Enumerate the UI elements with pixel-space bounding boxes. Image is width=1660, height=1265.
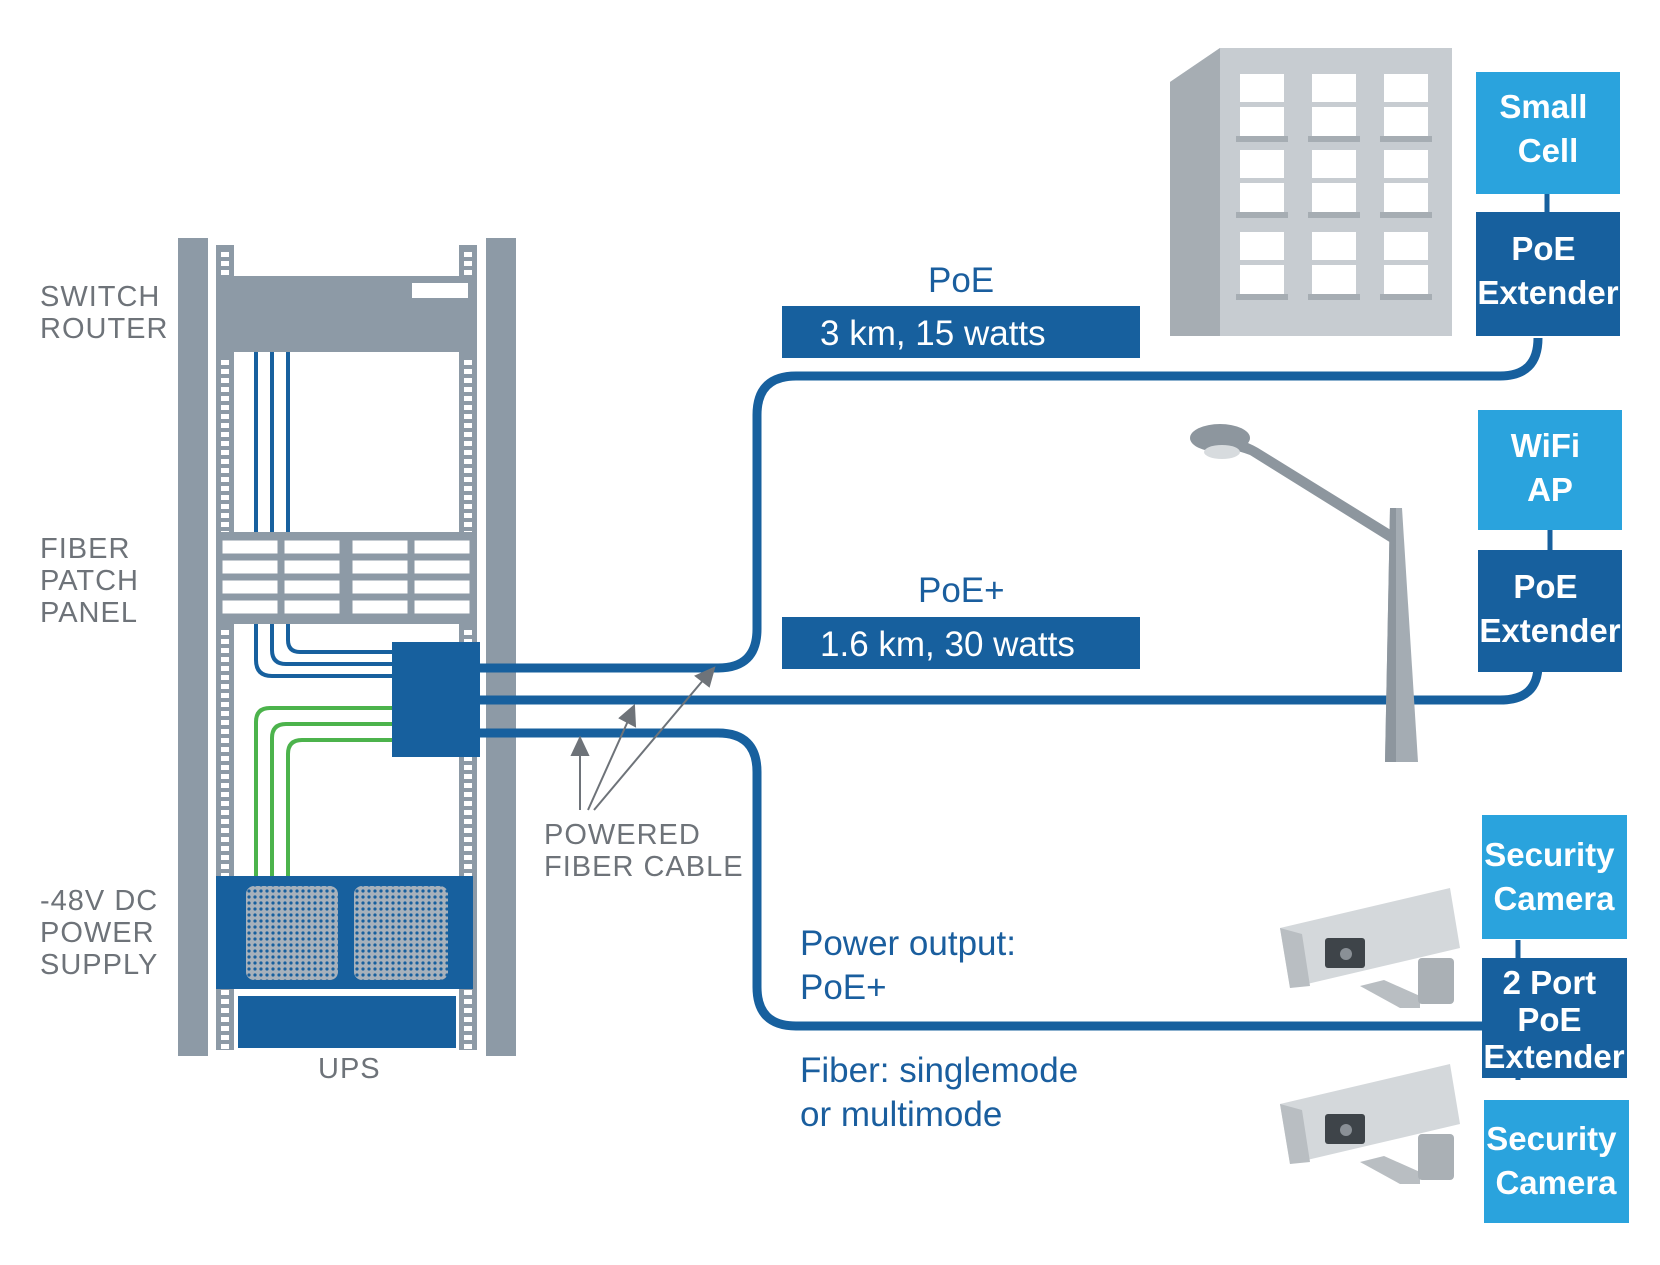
security-camera-label-1: Security Camera bbox=[1484, 836, 1623, 917]
security-camera-icon-2 bbox=[1280, 1064, 1460, 1184]
security-camera-box-2 bbox=[1484, 1100, 1629, 1223]
poe-extender-box-2 bbox=[1478, 550, 1622, 672]
poe-extender-label-2: PoE Extender bbox=[1479, 568, 1620, 649]
annotation-arrows bbox=[570, 666, 716, 811]
powered-fiber-cables bbox=[480, 337, 1543, 1031]
poe-plus-spec-box bbox=[782, 617, 1140, 669]
poe-extender-label-1: PoE Extender bbox=[1477, 230, 1618, 311]
building-icon bbox=[1170, 48, 1452, 336]
poe-spec-box bbox=[782, 306, 1140, 358]
patch-ports bbox=[221, 539, 471, 615]
two-port-poe-extender-box bbox=[1482, 958, 1627, 1078]
patch-fibers bbox=[254, 624, 392, 678]
small-cell-label: Small Cell bbox=[1499, 88, 1596, 169]
security-camera-box-1 bbox=[1482, 815, 1627, 939]
equipment-rack bbox=[178, 238, 516, 1056]
poe-label: PoE bbox=[928, 261, 994, 300]
combiner-box bbox=[392, 642, 480, 757]
switch-fibers bbox=[254, 352, 290, 532]
security-camera-icon-1 bbox=[1280, 888, 1460, 1008]
security-camera-label-2: Security Camera bbox=[1486, 1120, 1625, 1201]
poe-plus-spec-text: 1.6 km, 30 watts bbox=[820, 625, 1075, 664]
two-port-poe-extender-label: 2 Port PoE Extender bbox=[1483, 964, 1624, 1075]
wifi-ap-label: WiFi AP bbox=[1511, 427, 1590, 508]
poe-spec-text: 3 km, 15 watts bbox=[820, 314, 1046, 353]
cable-to-security-cameras bbox=[480, 728, 1482, 1031]
cable-to-wifi-ap bbox=[480, 664, 1543, 705]
power-output-note: Power output: PoE+ bbox=[800, 924, 1026, 1007]
cable-to-small-cell bbox=[480, 337, 1543, 673]
poe-plus-label: PoE+ bbox=[918, 571, 1005, 610]
wifi-ap-box bbox=[1478, 410, 1622, 530]
ups-label: UPS bbox=[318, 1053, 381, 1085]
poe-extender-box-1 bbox=[1476, 212, 1620, 336]
rail-holes bbox=[221, 252, 472, 1049]
fiber-type-note: Fiber: singlemode or multimode bbox=[800, 1051, 1088, 1134]
ups-unit bbox=[238, 996, 456, 1048]
power-leads bbox=[254, 706, 392, 876]
power-supply-label: -48V DC POWER SUPPLY bbox=[40, 885, 167, 981]
switch-router-label: SWITCH ROUTER bbox=[40, 281, 169, 345]
small-cell-box bbox=[1476, 72, 1620, 194]
fiber-patch-panel-label: FIBER PATCH PANEL bbox=[40, 533, 148, 629]
street-lamp-icon bbox=[1190, 424, 1418, 762]
powered-fiber-cable-label: POWERED FIBER CABLE bbox=[544, 819, 744, 883]
